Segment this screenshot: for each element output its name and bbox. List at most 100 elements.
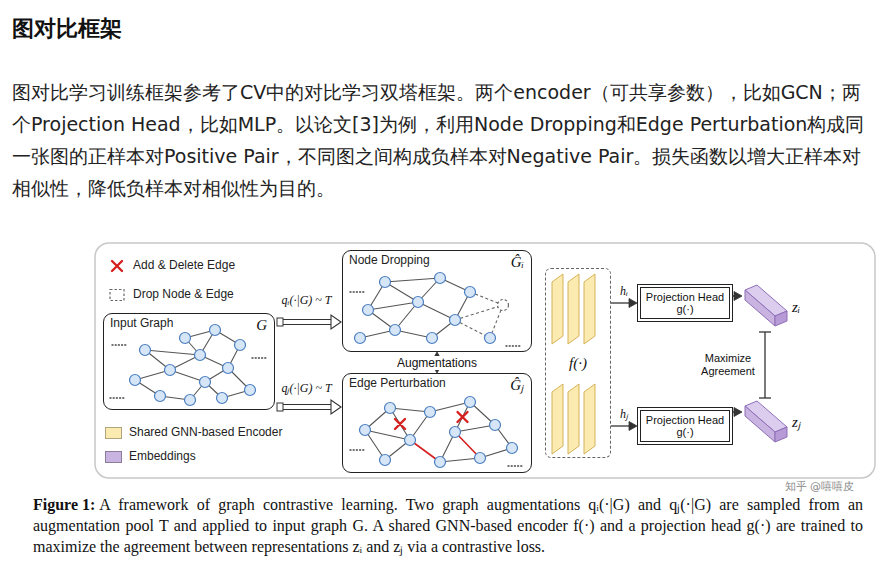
body-paragraph: 图对比学习训练框架参考了CV中的对比学习双塔框架。两个encoder（可共享参数… [12, 76, 870, 204]
graph-edges [360, 278, 470, 338]
graph-edges [365, 402, 512, 462]
graph-nodes [485, 333, 496, 344]
node-label: zᵢ [792, 298, 800, 316]
graph-nodes [140, 345, 151, 356]
node-label: Edge Perturbation [349, 376, 446, 391]
graph-nodes [180, 333, 191, 344]
encoder-layers [568, 384, 579, 454]
graph-nodes [165, 365, 176, 376]
graph-nodes [435, 273, 446, 284]
red-cross [112, 261, 122, 271]
node-label: Input Graph [110, 316, 173, 331]
arrow-tail [277, 318, 283, 326]
dropped-edges [455, 292, 503, 338]
graph-edges [135, 330, 250, 400]
connector-line [759, 331, 771, 332]
legend-text: Shared GNN-based Encoder [129, 425, 282, 440]
graph-nodes [390, 325, 401, 336]
connector [759, 332, 771, 398]
legend-symbol [108, 259, 126, 273]
figure-frame [95, 243, 875, 478]
edge-label: hⱼ [618, 407, 630, 421]
graph-nodes [385, 403, 396, 414]
legend-symbol [108, 288, 126, 302]
encoder-box: f(·) [545, 268, 611, 458]
connector [611, 299, 637, 308]
node-label: zⱼ [792, 413, 801, 431]
encoder-layers [552, 274, 563, 344]
graph-nodes [380, 277, 391, 288]
arrowhead [331, 315, 341, 329]
embedding-prism [775, 311, 787, 326]
arrowhead [331, 400, 341, 414]
node-label: Projection Head g(·) [644, 291, 726, 315]
graph-nodes [195, 350, 206, 361]
graph-nodes [363, 305, 374, 316]
legend-text: Drop Node & Edge [133, 287, 234, 302]
edge-label: hᵢ [618, 284, 630, 298]
connector [733, 408, 742, 417]
graph-nodes [235, 340, 246, 351]
connector-line [611, 425, 630, 426]
node-label: f(·) [569, 354, 587, 372]
connector [277, 315, 341, 329]
graph-nodes [465, 397, 476, 408]
encoder-layers [552, 274, 595, 454]
graph-nodes [465, 287, 476, 298]
connector [733, 292, 742, 301]
graph-nodes [450, 427, 461, 438]
graph-nodes [380, 455, 391, 466]
legend-text: Add & Delete Edge [133, 258, 235, 273]
graph-nodes [450, 315, 461, 326]
connector-line [283, 324, 334, 325]
connector-line [611, 302, 630, 303]
node-symbol: Ĝᵢ [511, 253, 524, 271]
legend-item: Embeddings [105, 449, 196, 464]
graph-nodes [427, 333, 438, 344]
graph-nodes [223, 363, 234, 374]
graph-nodes [360, 397, 518, 468]
perturbed-graph [350, 397, 522, 468]
arrowhead [734, 408, 742, 417]
graph-nodes [185, 395, 196, 406]
arrow-tail [277, 403, 283, 411]
graph-nodes [490, 420, 501, 431]
added-edges [410, 432, 480, 462]
edge-label: qⱼ(·|G) ~ T [279, 381, 333, 395]
arrowhead [734, 292, 742, 301]
connector-line [283, 404, 334, 405]
graph-nodes [475, 453, 486, 464]
connector-line [283, 409, 334, 410]
augmented-graph-box: Node DroppingĜᵢ [342, 250, 532, 352]
embedding: zⱼ [742, 400, 808, 444]
graph-nodes [130, 375, 141, 386]
graph-nodes [130, 325, 256, 406]
legend-swatch [105, 451, 122, 463]
connector [611, 422, 637, 431]
dropped-graph [350, 273, 520, 347]
graph-nodes [507, 443, 518, 454]
embedding-prism [745, 406, 775, 442]
graph-nodes [355, 333, 366, 344]
graph-nodes [210, 325, 221, 336]
graph-nodes [245, 385, 256, 396]
connector-line [764, 332, 765, 398]
embedding: zᵢ [742, 284, 808, 330]
node-symbol: Ĝⱼ [510, 376, 524, 394]
legend-item: Drop Node & Edge [108, 287, 234, 302]
dashed-square [110, 289, 124, 300]
embedding-prism [745, 290, 775, 326]
augmented-graph-box: Edge Perturbation Ĝⱼ [342, 373, 532, 473]
figure-number: Figure 1: [33, 494, 95, 515]
embedding-prism [775, 427, 787, 442]
legend-item: Shared GNN-based Encoder [105, 425, 282, 440]
edge-label: Maximize Agreement [697, 352, 759, 378]
node-symbol: G [256, 316, 267, 334]
arrowhead [629, 299, 637, 308]
graph-nodes [405, 435, 416, 446]
legend-swatch [105, 427, 122, 439]
encoder-layers [568, 274, 579, 344]
figure-caption: A framework of graph contrastive learnin… [33, 494, 863, 557]
graph-box: Input Graph G [103, 313, 275, 410]
watermark: 知乎 @嘻嘻皮 [785, 480, 855, 493]
